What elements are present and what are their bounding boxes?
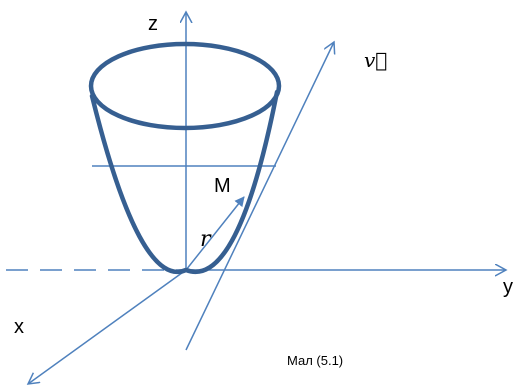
velocity-label: v⃗ <box>364 48 387 72</box>
paraboloid-rim <box>88 41 282 131</box>
z-axis-label: z <box>148 13 158 35</box>
y-axis-label: y <box>503 276 513 298</box>
point-m-label: M <box>214 175 231 197</box>
x-axis-label: x <box>14 316 24 338</box>
x-axis <box>28 269 187 384</box>
velocity-vector <box>185 42 334 351</box>
radius-vector <box>185 196 245 271</box>
figure-caption: Мал (5.1) <box>287 353 343 368</box>
radius-label: r <box>200 227 212 252</box>
paraboloid-profile <box>89 89 280 274</box>
